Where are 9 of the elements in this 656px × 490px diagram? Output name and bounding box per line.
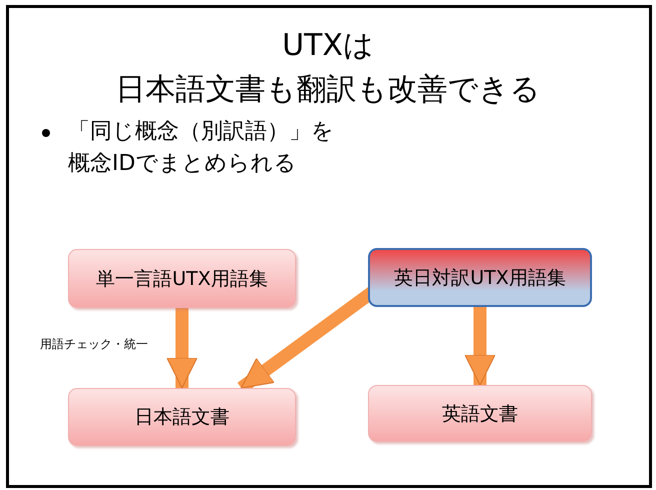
block-arrow <box>166 308 198 388</box>
slide-title: UTXは日本語文書も翻訳も改善できる <box>114 27 542 109</box>
term-box: 英語文書 <box>368 385 592 442</box>
term-box: 日本語文書 <box>68 388 296 446</box>
block-arrow <box>464 307 496 386</box>
term-box: 英日対訳UTX用語集 <box>368 248 592 307</box>
bullet-text: 「同じ概念（別訳語）」を概念IDでまとめられる <box>68 118 334 178</box>
edge-label: 用語チェック・統一 <box>40 336 148 353</box>
term-box: 単一言語UTX用語集 <box>68 249 296 308</box>
